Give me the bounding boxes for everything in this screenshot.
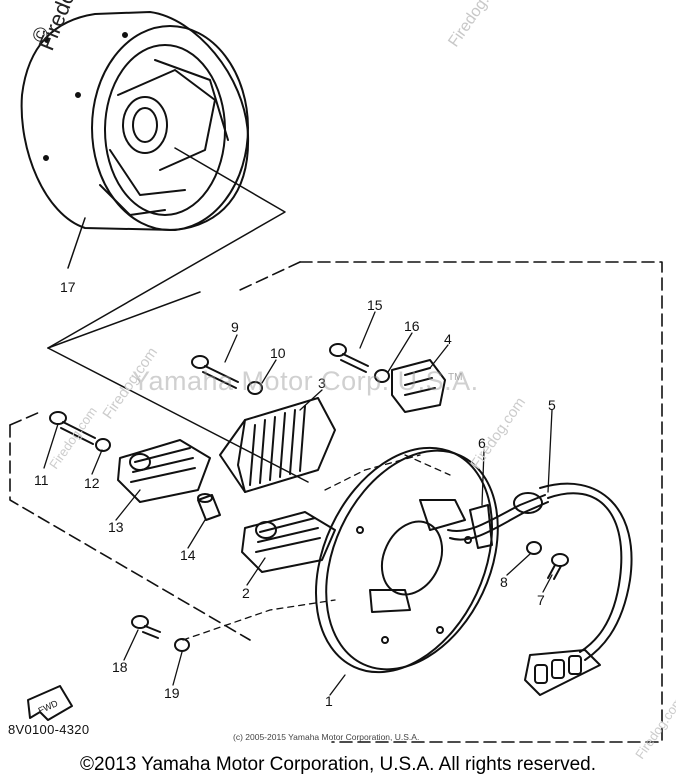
callout-10: 10 bbox=[270, 345, 286, 361]
washer-19 bbox=[174, 638, 190, 652]
washer-10 bbox=[247, 381, 263, 395]
callout-7: 7 bbox=[537, 592, 545, 608]
grommet bbox=[513, 492, 543, 514]
callout-13: 13 bbox=[108, 519, 124, 535]
callout-15: 15 bbox=[367, 297, 383, 313]
callout-14: 14 bbox=[180, 547, 196, 563]
ignition-coil bbox=[219, 397, 336, 493]
washer-16 bbox=[374, 369, 390, 383]
callout-3: 3 bbox=[318, 375, 326, 391]
screw-7 bbox=[547, 553, 569, 580]
diagram-small-copyright: (c) 2005-2015 Yamaha Motor Corporation, … bbox=[233, 732, 420, 742]
fwd-arrow bbox=[27, 685, 73, 721]
callout-5: 5 bbox=[548, 397, 556, 413]
flywheel-rotor bbox=[20, 11, 250, 231]
leader-lines bbox=[43, 311, 553, 696]
lighting-coil-2 bbox=[241, 511, 336, 573]
fwd-label: FWD bbox=[37, 698, 60, 716]
spacer-14 bbox=[197, 493, 221, 521]
callout-17: 17 bbox=[60, 279, 76, 295]
wire-clamp bbox=[469, 504, 493, 549]
center-watermark: Yamaha Motor Corp. U.S.A. bbox=[132, 366, 479, 396]
callout-18: 18 bbox=[112, 659, 128, 675]
callout-6: 6 bbox=[478, 435, 486, 451]
screw-9 bbox=[191, 355, 239, 389]
watermark-brand-midright: Firedog.com bbox=[467, 394, 529, 472]
watermark-brand-topleft: Firedog.com bbox=[33, 0, 102, 54]
washer-12 bbox=[95, 438, 111, 452]
callout-4: 4 bbox=[444, 331, 452, 347]
callout-19: 19 bbox=[164, 685, 180, 701]
callout-11: 11 bbox=[34, 472, 49, 488]
callout-12: 12 bbox=[84, 475, 100, 491]
washer-8 bbox=[526, 541, 542, 555]
callout-9: 9 bbox=[231, 319, 239, 335]
pickup-coil bbox=[391, 359, 446, 413]
callout-16: 16 bbox=[404, 318, 420, 334]
callout-8: 8 bbox=[500, 574, 508, 590]
footer-copyright: ©2013 Yamaha Motor Corporation, U.S.A. A… bbox=[80, 754, 596, 775]
charge-coil-13 bbox=[117, 439, 211, 503]
watermark-brand-topright: Firedog.com bbox=[445, 0, 510, 50]
watermark-tm: TM bbox=[448, 372, 462, 383]
screw-15 bbox=[329, 343, 369, 373]
wire-harness bbox=[447, 482, 633, 696]
callout-1: 1 bbox=[325, 693, 333, 709]
stator-base-plate bbox=[315, 446, 499, 674]
assembly-boundary bbox=[9, 261, 663, 743]
callout-2: 2 bbox=[242, 585, 250, 601]
diagram-part-code: 8V0100-4320 bbox=[8, 722, 90, 737]
screw-18 bbox=[131, 615, 161, 639]
